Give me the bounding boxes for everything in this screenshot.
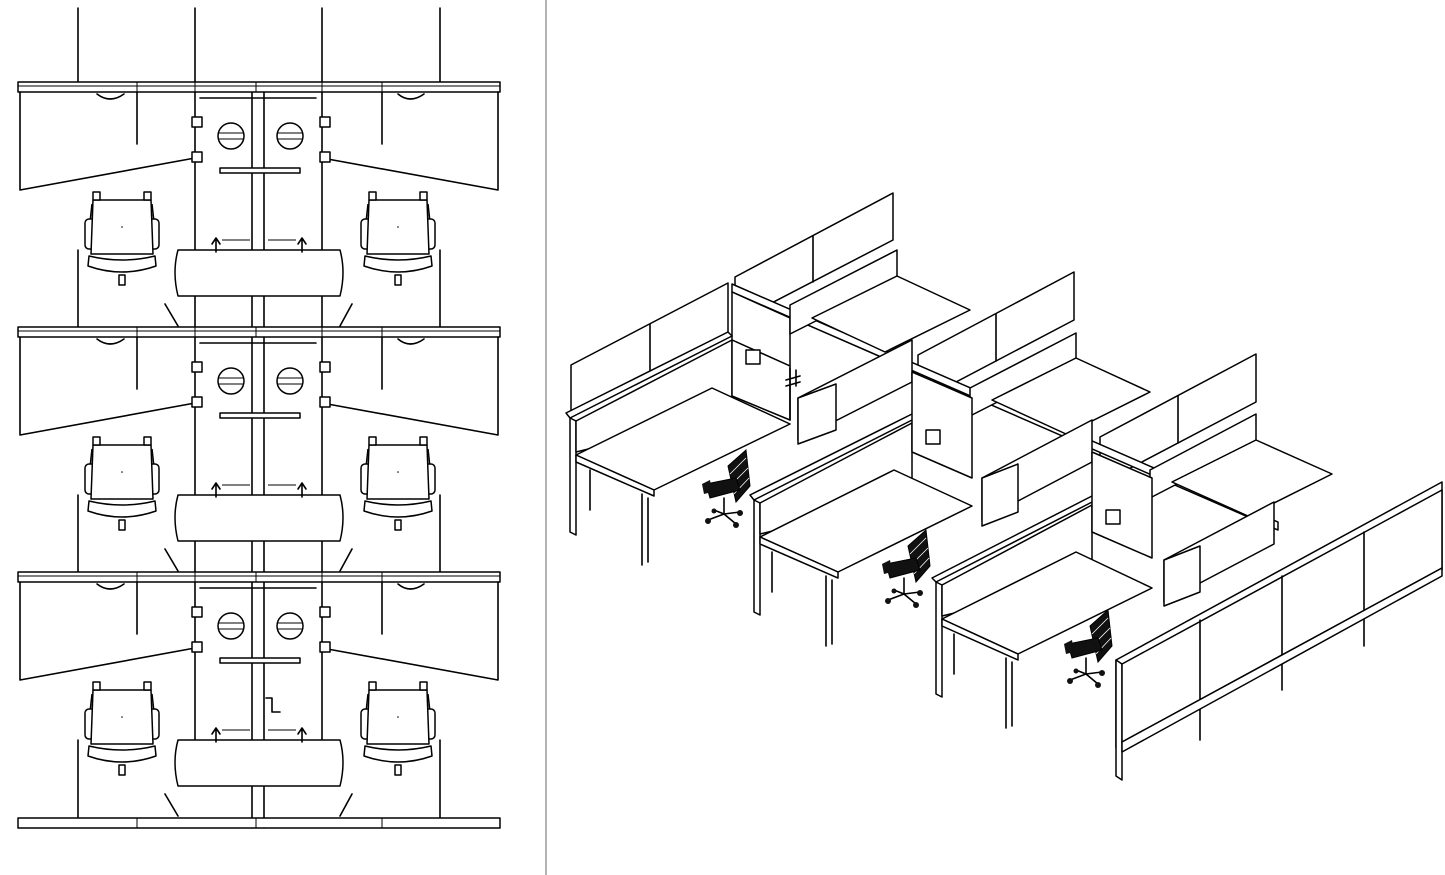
plan-worksurfaces [19,336,499,436]
iso-rear-workstations [789,249,1333,517]
plan-row [17,571,501,818]
bottom-panel [17,817,501,829]
cable-hook [265,697,281,713]
plan-worksurfaces [19,91,499,191]
plan-chair [84,436,160,531]
plan-storage [164,727,353,817]
plan-chair [360,436,436,531]
plan-chair [360,681,436,776]
isometric-view [565,192,1443,781]
plan-chair [360,191,436,286]
plan-worksurfaces [19,581,499,681]
plan-storage [164,237,353,327]
plan-row [17,81,501,328]
iso-workstation-front-middle [749,371,1093,647]
iso-workstation-front-right [931,451,1275,729]
plan-view [17,7,501,829]
power-feed-lines [77,7,441,91]
iso-workstation-front-left [565,331,913,566]
central-spine [194,81,323,829]
monitor-arms [217,122,304,174]
plan-row [17,326,501,573]
plan-chair [84,191,160,286]
monitor-arms [217,367,304,419]
iso-end-wall [1115,481,1443,781]
iso-spine-top [731,283,1279,531]
monitor-arms [217,612,304,664]
plan-chair [84,681,160,776]
plan-storage [164,482,353,572]
